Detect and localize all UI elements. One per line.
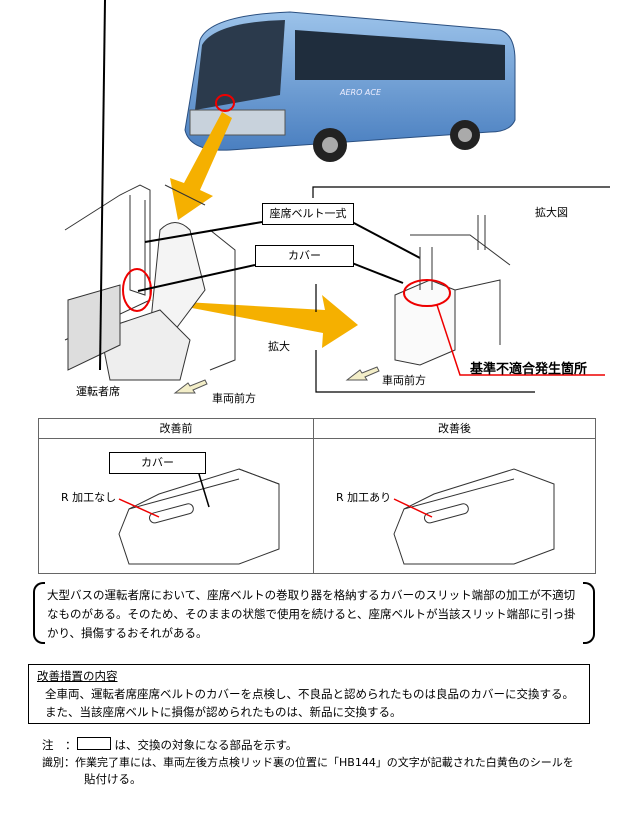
red-leader-line bbox=[436, 304, 605, 376]
cover-drawings bbox=[118, 468, 555, 565]
box-symbol bbox=[76, 737, 111, 750]
id-text: 作業完了車には、車両左後方点検リッド裏の位置に「HB144」の文字が記載された白… bbox=[75, 756, 574, 769]
enlarge-label: 拡大 bbox=[268, 340, 290, 353]
defect-description: 大型バスの運転者席において、座席ベルトの巻取り器を格納するカバーのスリット端部の… bbox=[33, 582, 595, 644]
remedy-box: 改善措置の内容 全車両、運転者席座席ベルトのカバーを点検し、不良品と認められたも… bbox=[28, 664, 590, 724]
after-header: 改善後 bbox=[314, 419, 595, 439]
highlight-circle bbox=[403, 279, 451, 307]
front-arrow-icon bbox=[345, 366, 380, 381]
notes: 注 ： は、交換の対象になる部品を示す。 識別：作業完了車には、車両左後方点検リッ… bbox=[42, 737, 574, 788]
yellow-arrow-icon bbox=[150, 295, 358, 348]
remedy-line: また、当該座席ベルトに損傷が認められたものは、新品に交換する。 bbox=[45, 705, 402, 719]
bus-illustration: AERO ACE bbox=[184, 11, 516, 162]
description-text: 大型バスの運転者席において、座席ベルトの巻取り器を格納するカバーのスリット端部の… bbox=[47, 588, 576, 640]
before-note: R 加工なし bbox=[61, 491, 117, 504]
before-cover-label: カバー bbox=[109, 452, 206, 474]
seatbelt-set-label: 座席ベルト一式 bbox=[262, 203, 354, 225]
enlarged-cover-drawing bbox=[394, 215, 511, 366]
driver-seat-label: 運転者席 bbox=[76, 385, 120, 398]
cover-label: カバー bbox=[255, 245, 354, 267]
id-label: 識別： bbox=[42, 756, 75, 769]
note-text: は、交換の対象になる部品を示す。 bbox=[114, 738, 298, 752]
highlight-circle bbox=[122, 268, 152, 312]
bus-logo: AERO ACE bbox=[339, 88, 382, 97]
vehicle-front-label: 車両前方 bbox=[212, 392, 256, 405]
vehicle-front-label: 車両前方 bbox=[382, 374, 426, 387]
defect-location-label: 基準不適合発生箇所 bbox=[470, 362, 588, 377]
front-arrow-icon bbox=[173, 379, 208, 394]
after-note: R 加工あり bbox=[336, 491, 392, 504]
remedy-title: 改善措置の内容 bbox=[37, 669, 118, 683]
note-label: 注 ： bbox=[42, 738, 77, 752]
yellow-arrow-icon bbox=[170, 112, 232, 220]
arrows-layer bbox=[64, 0, 610, 394]
before-after-table: 改善前 改善後 カバー R 加工なし R 加工あり bbox=[38, 418, 596, 574]
remedy-line: 全車両、運転者席座席ベルトのカバーを点検し、不良品と認められたものは良品のカバー… bbox=[45, 687, 574, 701]
id-text-cont: 貼付ける。 bbox=[84, 772, 142, 786]
enlarged-view-label: 拡大図 bbox=[535, 206, 568, 219]
driver-cab-drawing bbox=[64, 184, 236, 381]
before-header: 改善前 bbox=[39, 419, 314, 439]
highlight-circle bbox=[215, 94, 235, 112]
